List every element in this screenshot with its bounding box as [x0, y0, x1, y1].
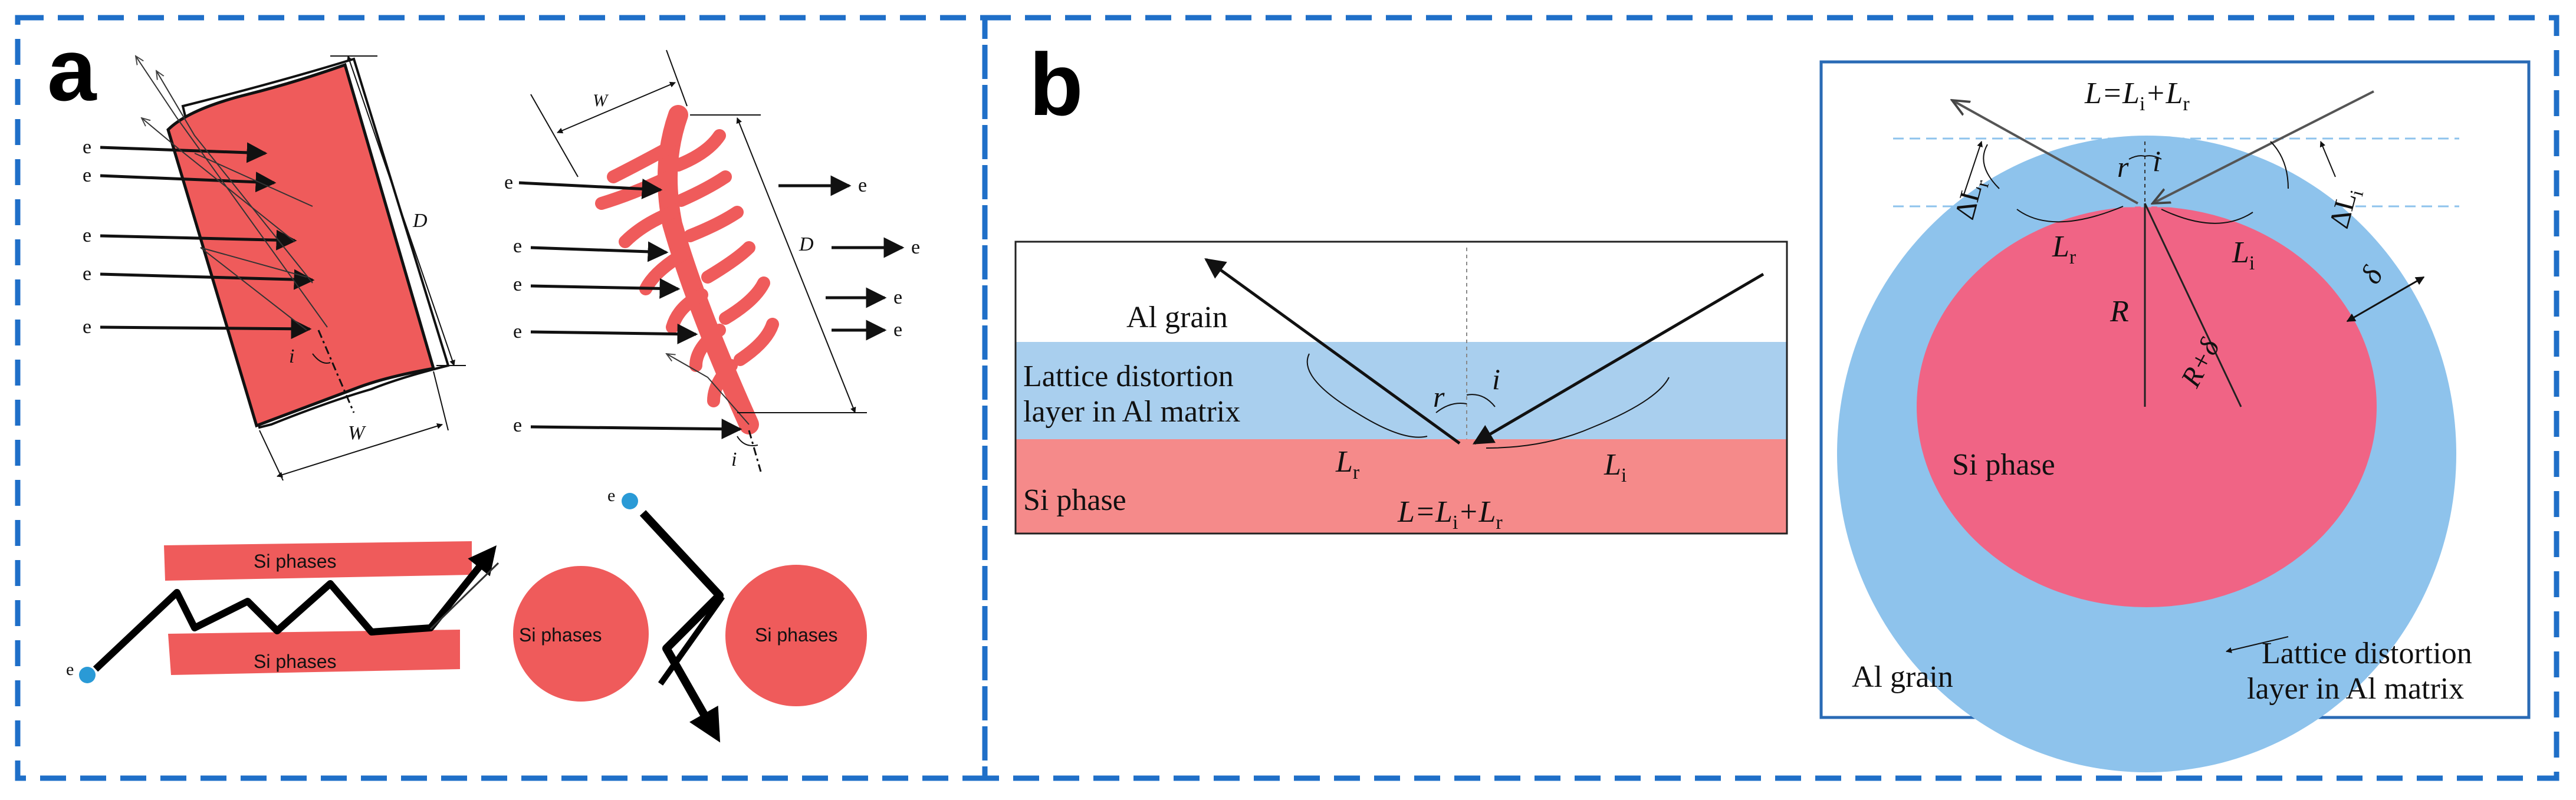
panel-a: a e e e e e i: [47, 20, 920, 743]
angle-i-label: i: [731, 449, 737, 470]
circle-L-r-label: Lr: [2052, 230, 2076, 268]
circle-angle-i: i: [2153, 144, 2161, 177]
circle-lattice-label-1: Lattice distortion: [2262, 637, 2472, 670]
L-i-label: Li: [1604, 448, 1627, 486]
electron-label: e: [66, 660, 74, 679]
slab-body: [166, 62, 436, 428]
depth-D-label: D: [799, 233, 814, 255]
flat-si-region: [1016, 439, 1787, 534]
angle-i-label: i: [1492, 363, 1500, 396]
flat-equation: L=Li+Lr: [1397, 495, 1503, 534]
si-phases-label: Si phases: [254, 651, 337, 672]
electron-label: e: [83, 164, 91, 186]
si-sphere-left: [513, 566, 649, 702]
si-sphere-right: [725, 565, 867, 706]
electron-label: e: [504, 172, 513, 193]
flat-interface-diagram: r i Lr Li Al grain Lattice distortion la…: [1014, 241, 1788, 535]
panel-b-letter: b: [1029, 35, 1083, 134]
electron-label: e: [607, 486, 615, 505]
panel-b-border: [982, 15, 2559, 781]
electron-label: e: [513, 235, 522, 257]
slab-diagram: e e e e e i D W: [83, 56, 466, 481]
flat-si-phase-label: Si phase: [1023, 483, 1126, 517]
electron-label: e: [83, 136, 91, 158]
width-W-label: W: [593, 91, 609, 110]
electron-label: e: [513, 321, 522, 343]
circle-angle-r: r: [2117, 150, 2129, 183]
si-phase-core: [1917, 206, 2377, 607]
electron-label: e: [911, 236, 920, 258]
flat-lattice-label-1: Lattice distortion: [1023, 360, 1234, 393]
electron-label: e: [513, 274, 522, 295]
electron-label: e: [893, 287, 902, 308]
angle-r-label: r: [1433, 380, 1445, 413]
si-phases-label: Si phases: [755, 624, 838, 646]
circle-L-i-label: Li: [2232, 236, 2255, 274]
si-phases-label: Si phases: [254, 551, 337, 572]
sphere-scattering-diagram: Si phases Si phases e: [513, 486, 867, 743]
panel-b: b r i Lr Li Al grain Lattice distortion …: [1014, 35, 2531, 772]
electron-label: e: [858, 175, 867, 196]
electron-label: e: [83, 225, 91, 246]
electron-label: e: [893, 319, 902, 341]
flat-frame: [1014, 241, 1788, 535]
flat-al-grain-label: Al grain: [1126, 301, 1228, 334]
plate-scattering-diagram: Si phases Si phases e: [66, 541, 500, 683]
si-plate-top: [164, 541, 472, 581]
flat-al-region: [1016, 242, 1787, 342]
electron-dot: [79, 667, 96, 683]
circle-lattice-label-2: layer in Al matrix: [2247, 672, 2464, 706]
si-phases-label: Si phases: [519, 624, 602, 646]
electron-dot: [622, 493, 638, 509]
width-W-label: W: [348, 422, 366, 444]
electron-label: e: [513, 414, 522, 436]
depth-D-label: D: [412, 210, 428, 232]
dendrite-diagram: e e e e e e e e e i W: [504, 50, 920, 472]
circle-equation: L=Li+Lr: [2084, 77, 2190, 115]
circle-si-phase-label: Si phase: [1952, 448, 2055, 482]
electron-label: e: [83, 316, 91, 338]
circular-interface-diagram: L=Li+Lr r i ΔLr ΔLi Lr Li R R+δ δ Si pha…: [1819, 60, 2531, 772]
si-plate-bottom: [168, 630, 460, 675]
panel-a-border: [15, 15, 988, 781]
circle-al-grain-label: Al grain: [1852, 660, 1953, 694]
angle-i-label: i: [289, 345, 294, 367]
electron-label: e: [83, 263, 91, 285]
radius-R-label: R: [2110, 295, 2129, 328]
flat-lattice-label-2: layer in Al matrix: [1023, 395, 1240, 429]
L-r-label: Lr: [1335, 445, 1360, 483]
panel-a-letter: a: [47, 20, 97, 119]
